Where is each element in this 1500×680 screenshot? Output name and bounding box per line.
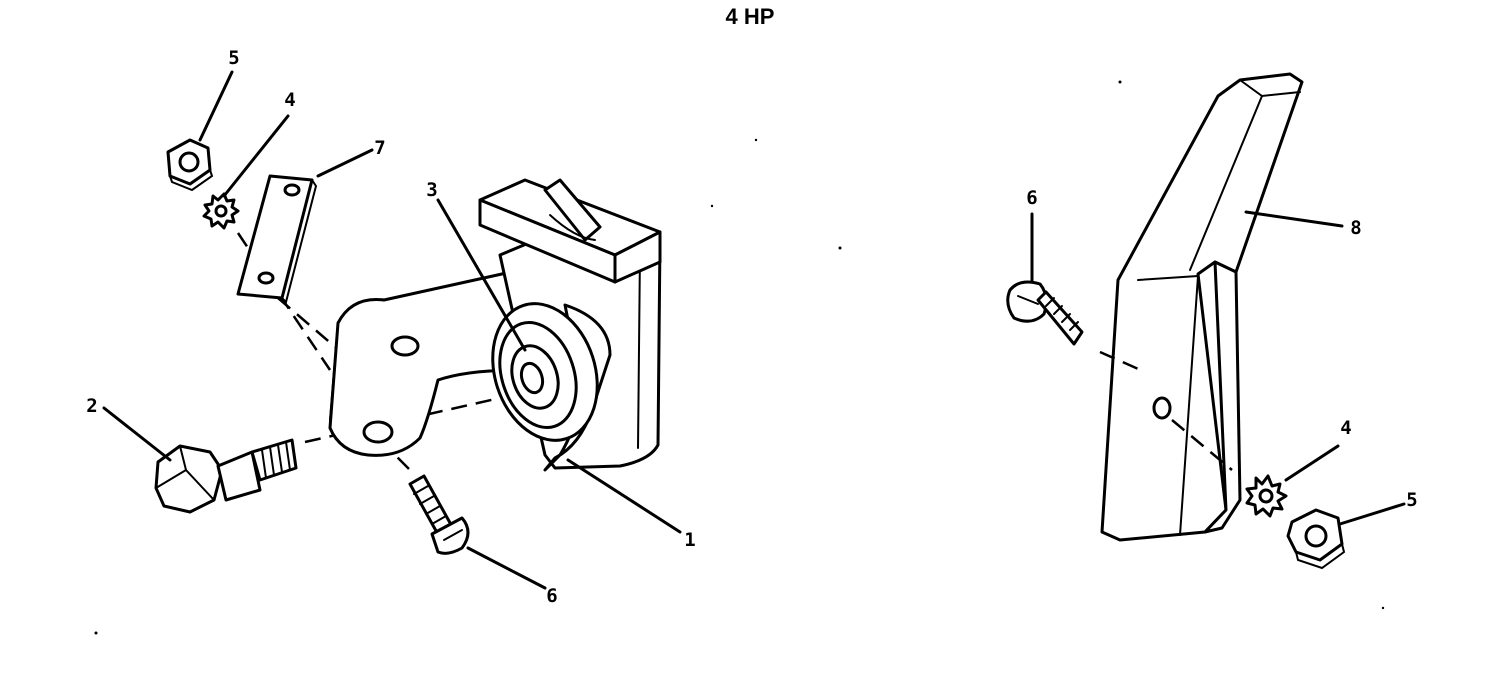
left-bracket-part — [328, 178, 662, 472]
callout-right-lockwasher: 4 — [1340, 417, 1351, 439]
diagram-title: 4 HP — [725, 4, 775, 29]
shoulder-bolt-part — [154, 438, 298, 514]
right-nut-part — [1286, 508, 1346, 570]
plate-part — [236, 174, 318, 304]
roller-part — [491, 302, 599, 442]
callout-left-nut: 5 — [228, 47, 239, 69]
right-screw-part — [1006, 280, 1084, 346]
callout-left-lockwasher: 4 — [284, 89, 295, 111]
callout-right-screw: 6 — [1026, 187, 1037, 209]
right-lockwasher-part — [1245, 474, 1288, 518]
callout-left-roller: 3 — [426, 179, 437, 201]
callout-right-bracket: 8 — [1350, 217, 1361, 239]
left-lockwasher-part — [202, 192, 240, 230]
callout-right-nut: 5 — [1406, 489, 1417, 511]
callout-left-bolt: 2 — [86, 395, 97, 417]
left-nut-part — [166, 138, 214, 192]
callout-left-screw: 6 — [546, 585, 557, 607]
left-screw-part — [408, 474, 470, 555]
callout-left-plate: 7 — [374, 137, 385, 159]
leader-lines — [102, 70, 1406, 590]
callout-left-bracket: 1 — [684, 529, 695, 551]
right-assembly-lines — [1099, 350, 1233, 471]
right-bracket-part — [1100, 72, 1304, 542]
callout-labels: 5 4 7 3 2 1 6 6 8 4 5 — [86, 47, 1417, 607]
scan-speckles — [94, 80, 1385, 635]
